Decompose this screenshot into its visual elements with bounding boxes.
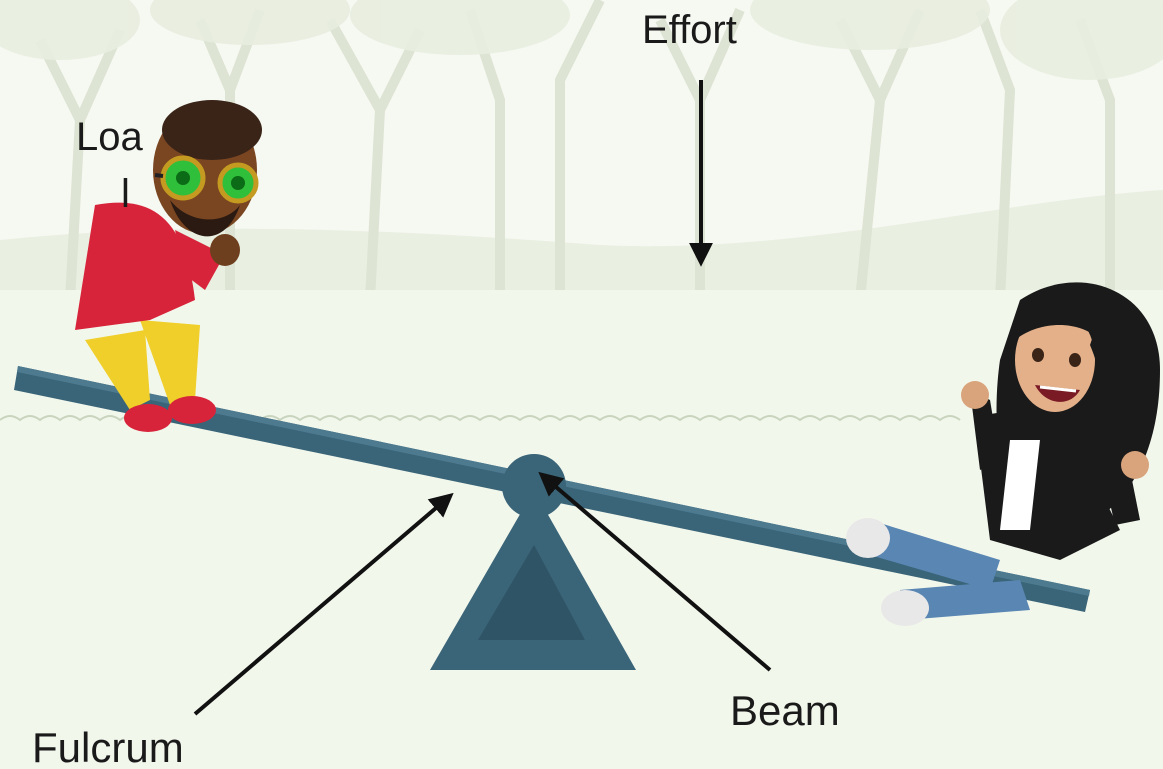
beam-label: Beam bbox=[730, 687, 840, 734]
load-label: Loa bbox=[76, 115, 143, 159]
beam-arrow bbox=[538, 471, 772, 672]
tree-canopy bbox=[0, 0, 1163, 80]
woman-on-seesaw-icon bbox=[846, 282, 1160, 626]
man-on-seesaw-icon bbox=[75, 100, 262, 432]
fulcrum-arrow bbox=[193, 492, 454, 716]
pivot-circle bbox=[502, 454, 566, 518]
fulcrum-label: Fulcrum bbox=[32, 724, 184, 769]
fulcrum-base bbox=[430, 490, 636, 670]
load-label-continued: l bbox=[121, 172, 130, 216]
effort-label: Effort bbox=[642, 8, 737, 52]
